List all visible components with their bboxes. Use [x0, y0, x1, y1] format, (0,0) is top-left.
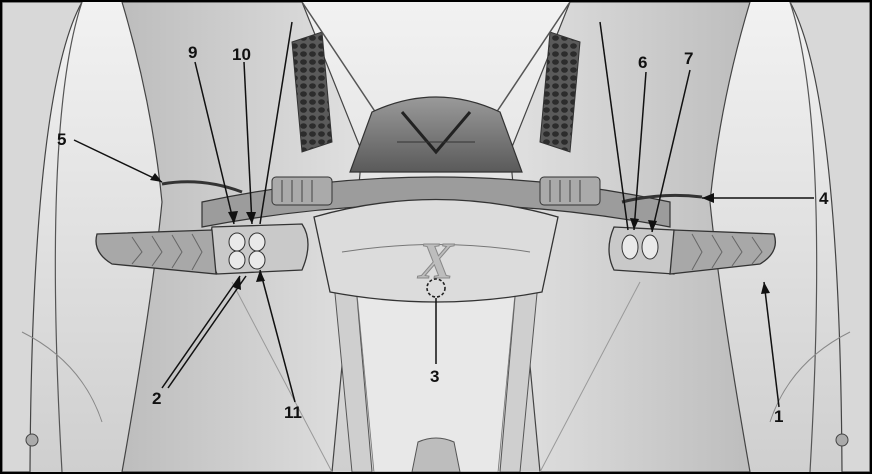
- hood-emblem: X: [417, 233, 455, 290]
- left-switch-upper-2: [249, 233, 265, 251]
- callout-3: 3: [430, 367, 439, 386]
- left-switch-lower-1: [229, 251, 245, 269]
- callout-4: 4: [819, 189, 829, 208]
- right-switch-1: [622, 235, 638, 259]
- callout-1: 1: [774, 407, 783, 426]
- callout-6: 6: [638, 53, 647, 72]
- callout-2: 2: [152, 389, 161, 408]
- callout-10: 10: [232, 45, 251, 64]
- right-switch-2: [642, 235, 658, 259]
- callout-7: 7: [684, 49, 693, 68]
- left-switch-upper-1: [229, 233, 245, 251]
- left-switch-lower-2: [249, 251, 265, 269]
- callout-9: 9: [188, 43, 197, 62]
- callout-5: 5: [57, 130, 66, 149]
- callout-11: 11: [284, 403, 302, 422]
